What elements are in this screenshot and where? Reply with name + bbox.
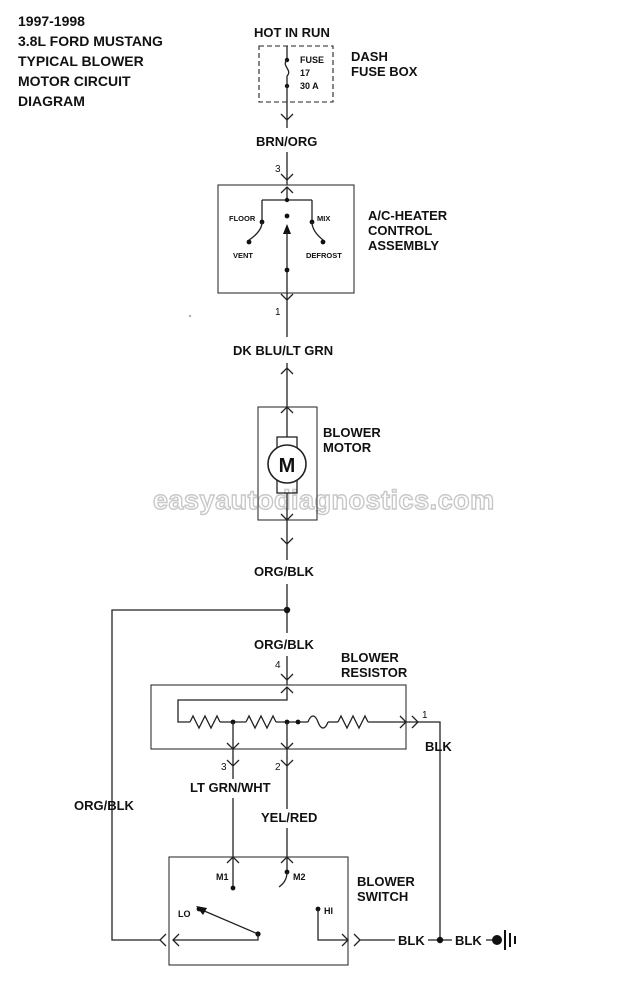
wire-label-org-blk-1: ORG/BLK xyxy=(254,564,315,579)
watermark: easyautodiagnostics.com xyxy=(153,485,495,515)
pin-resistor-right: 1 xyxy=(422,710,428,721)
hot-in-run-label: HOT IN RUN xyxy=(254,25,330,40)
control-assembly-label-2: CONTROL xyxy=(368,223,432,238)
dash-fuse-box-label-1: DASH xyxy=(351,49,388,64)
pin-control-bottom: 1 xyxy=(275,307,281,318)
diagram-title: 1997-1998 3.8L FORD MUSTANG TYPICAL BLOW… xyxy=(18,13,163,109)
connector-switch-left xyxy=(159,933,167,947)
title-line-4: MOTOR CIRCUIT xyxy=(18,73,131,89)
pin-resistor-top: 4 xyxy=(275,660,281,671)
switch-arm-icon xyxy=(172,856,349,947)
fuse-rating: 30 A xyxy=(300,81,319,91)
wire-label-org-blk-3: ORG/BLK xyxy=(74,798,135,813)
control-assembly-label-1: A/C-HEATER xyxy=(368,208,448,223)
mix-label: MIX xyxy=(317,214,330,223)
control-assembly-label-3: ASSEMBLY xyxy=(368,238,439,253)
floor-label: FLOOR xyxy=(229,214,256,223)
title-line-3: TYPICAL BLOWER xyxy=(18,53,144,69)
title-line-1: 1997-1998 xyxy=(18,13,85,29)
blower-motor-label-1: BLOWER xyxy=(323,425,381,440)
hi-label: HI xyxy=(324,906,333,916)
wire-label-blk-1: BLK xyxy=(425,739,452,754)
defrost-label: DEFROST xyxy=(306,251,342,260)
m1-label: M1 xyxy=(216,872,229,882)
lo-label: LO xyxy=(178,909,191,919)
fuse-icon xyxy=(284,46,290,102)
m2-label: M2 xyxy=(293,872,306,882)
resistor-icon xyxy=(177,686,407,750)
blower-switch-label-1: BLOWER xyxy=(357,874,415,889)
blower-resistor-box xyxy=(150,684,407,750)
ground-icon xyxy=(492,930,516,950)
wire-label-blk-2: BLK xyxy=(398,933,425,948)
wire-label-yel-red: YEL/RED xyxy=(261,810,317,825)
wire-label-brn-org: BRN/ORG xyxy=(256,134,317,149)
connector-motor-top xyxy=(280,367,294,375)
wire-label-blk-3: BLK xyxy=(455,933,482,948)
blower-switch-box xyxy=(168,856,349,966)
mode-switch xyxy=(246,187,326,300)
splice-blk xyxy=(436,936,444,944)
pin-resistor-right-bottom: 2 xyxy=(275,762,281,773)
blower-switch-label-2: SWITCH xyxy=(357,889,408,904)
motor-icon xyxy=(267,407,307,520)
pin-control-top: 3 xyxy=(275,164,281,175)
dash-fuse-box xyxy=(258,45,334,103)
title-line-5: DIAGRAM xyxy=(18,93,85,109)
blower-motor-label-2: MOTOR xyxy=(323,440,372,455)
thermal-fuse-icon xyxy=(307,715,329,729)
dash-fuse-box-label-2: FUSE BOX xyxy=(351,64,418,79)
blower-resistor-label-1: BLOWER xyxy=(341,650,399,665)
connector-fusebox-bottom xyxy=(280,102,294,128)
fuse-number: 17 xyxy=(300,68,310,78)
title-line-2: 3.8L FORD MUSTANG xyxy=(18,33,163,49)
stray-dot xyxy=(189,315,191,317)
vent-label: VENT xyxy=(233,251,253,260)
motor-symbol: M xyxy=(279,455,296,477)
connector-motor-bottom xyxy=(280,537,294,545)
ac-heater-control-box xyxy=(217,184,355,294)
pin-resistor-left-bottom: 3 xyxy=(221,762,227,773)
connector-resistor-right xyxy=(411,715,419,729)
blower-resistor-label-2: RESISTOR xyxy=(341,665,408,680)
wire-blk-resistor xyxy=(406,721,441,940)
fuse-label: FUSE xyxy=(300,55,324,65)
connector-control-top xyxy=(280,173,294,181)
wire-label-dk-blu-lt-grn: DK BLU/LT GRN xyxy=(233,343,333,358)
wire-label-lt-grn-wht: LT GRN/WHT xyxy=(190,780,271,795)
wire-label-org-blk-2: ORG/BLK xyxy=(254,637,315,652)
wire-org-blk-bypass xyxy=(111,609,287,941)
connector-switch-right xyxy=(353,933,361,947)
connector-resistor-top xyxy=(280,673,294,681)
